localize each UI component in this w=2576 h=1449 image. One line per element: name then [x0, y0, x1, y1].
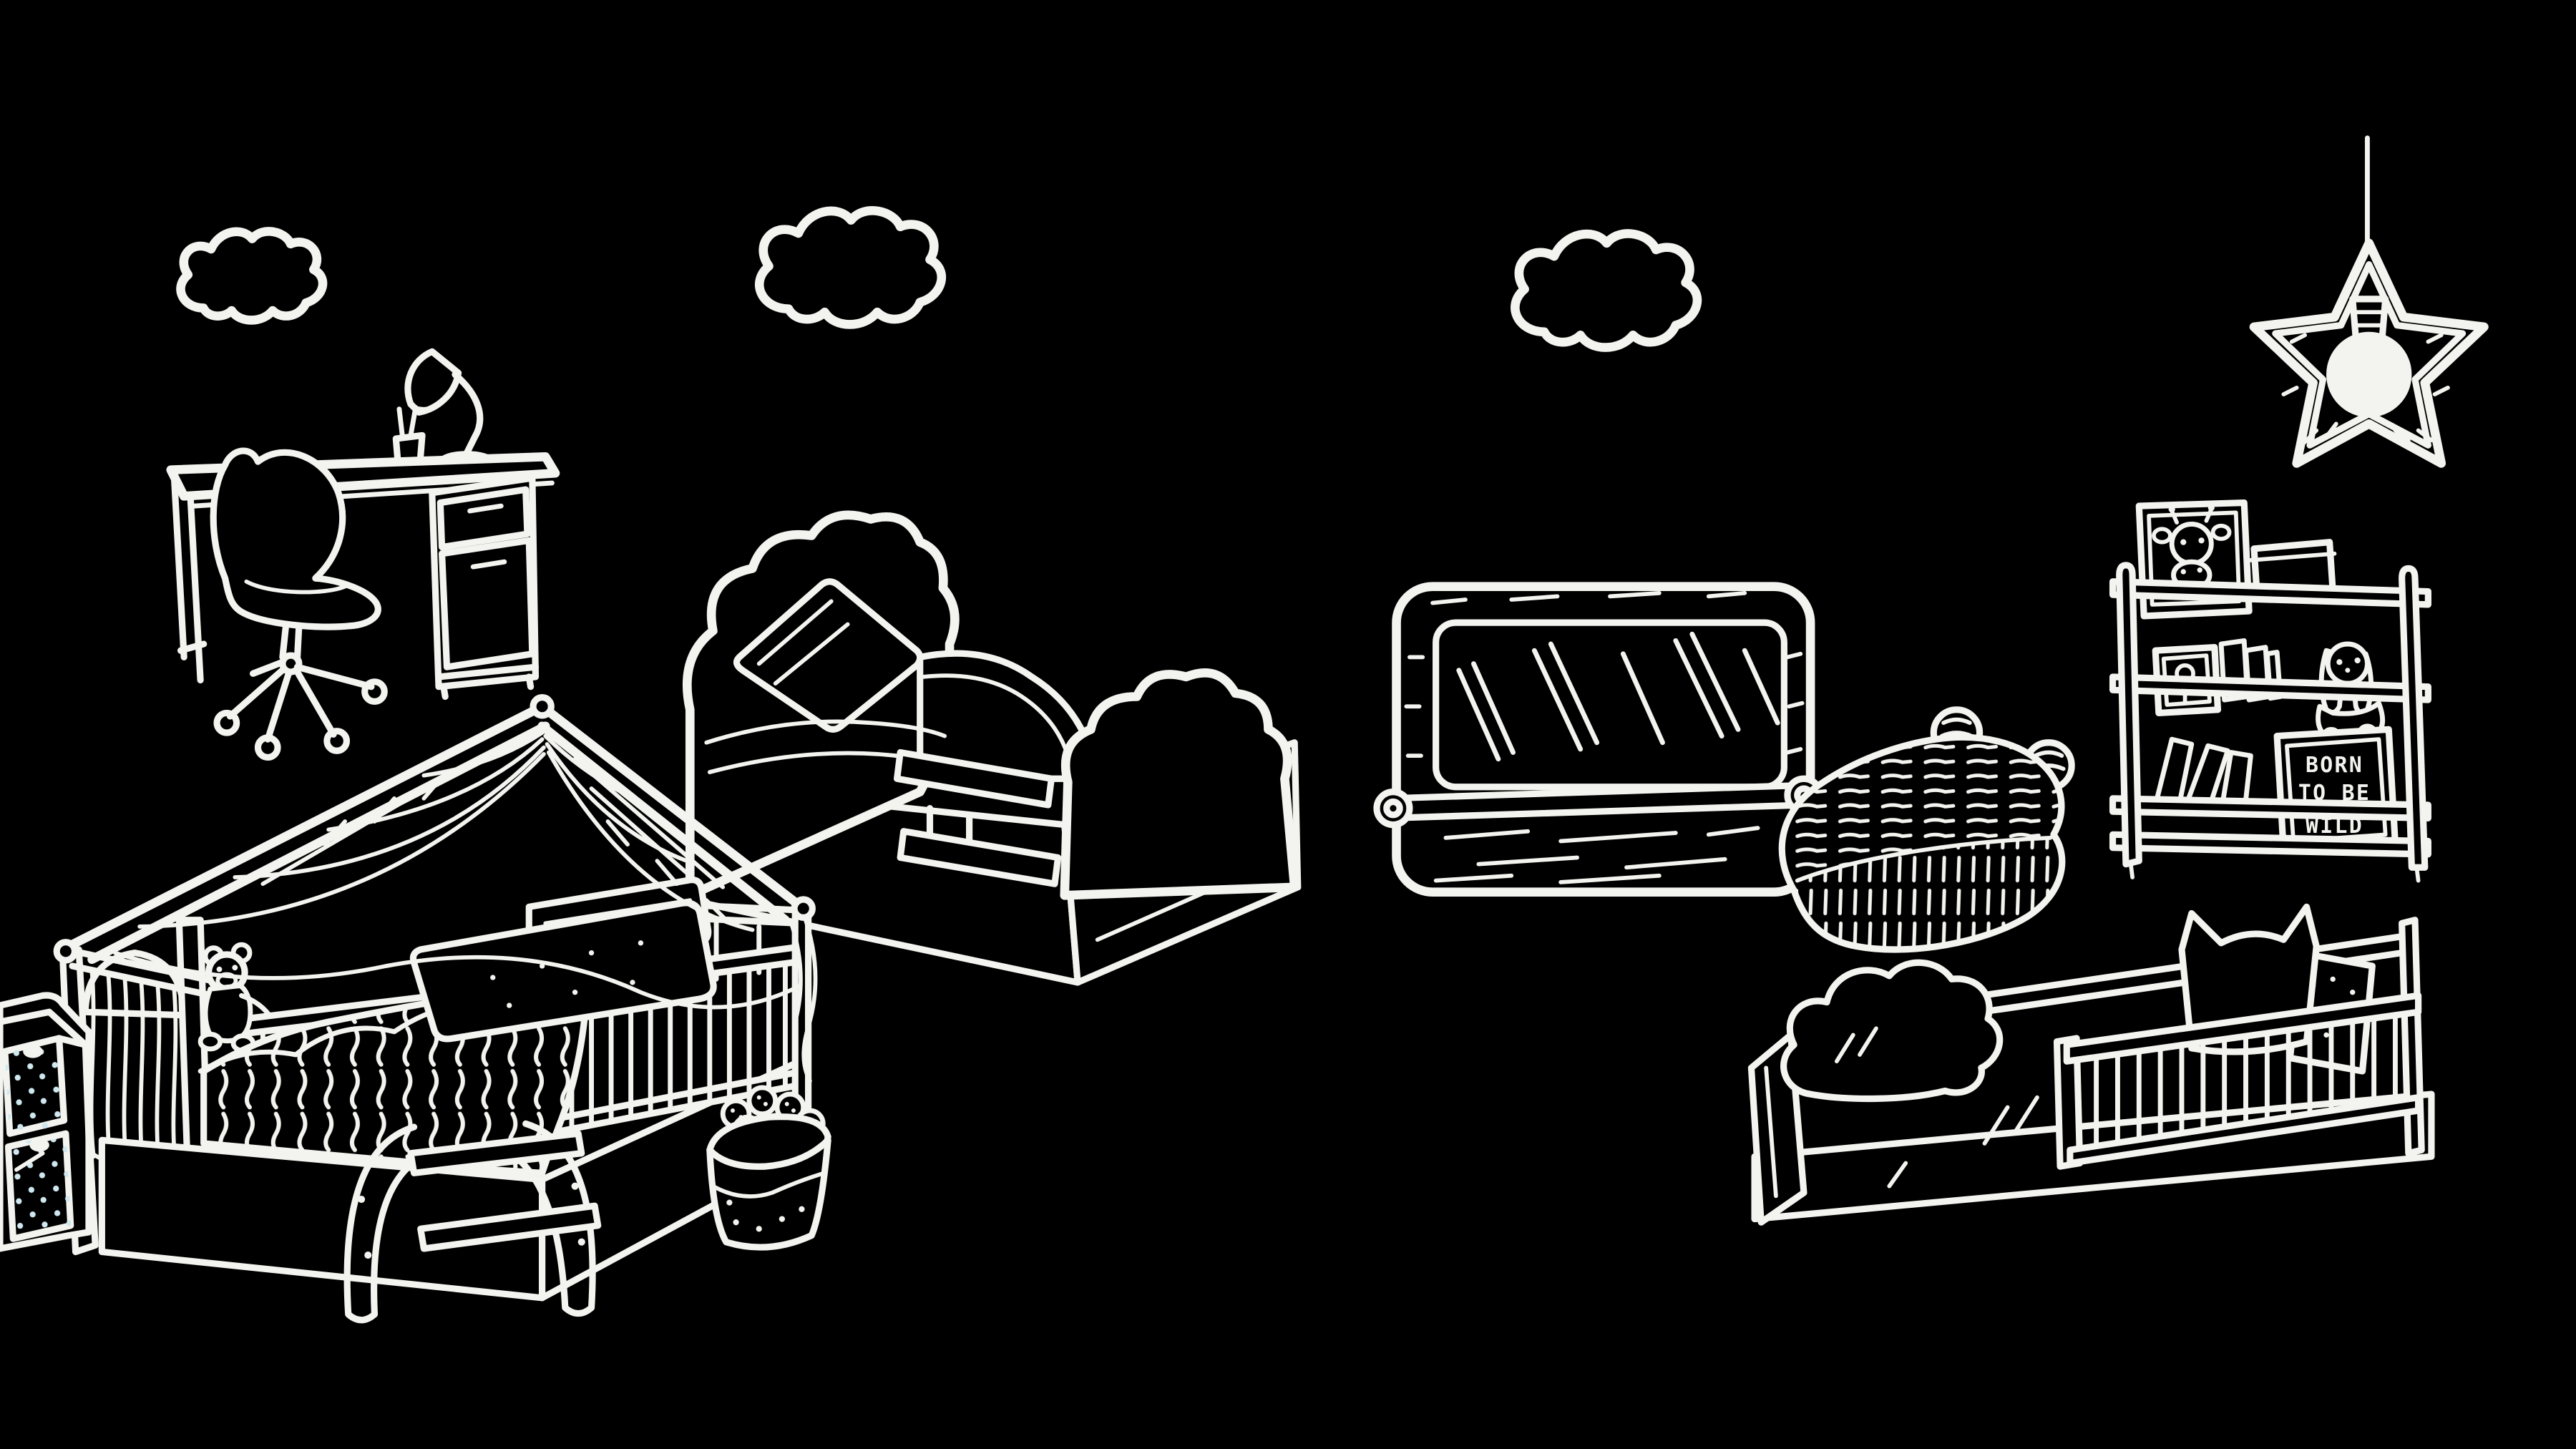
dresser [0, 992, 96, 1252]
toddler-bed [1747, 903, 2435, 1226]
cloud-bed [682, 510, 1302, 986]
light-bulb-icon [2326, 296, 2412, 418]
star-texture [2281, 333, 2450, 446]
star-pendant-lamp [2249, 135, 2489, 468]
desk-group [166, 348, 560, 761]
book-stack [893, 748, 1062, 887]
mirror-frame-texture [1404, 590, 1805, 884]
cloud-pillow [1780, 959, 2004, 1103]
toddler-guard-rail [2053, 992, 2422, 1170]
shelf-left-post [2116, 562, 2142, 868]
canopy-roof [53, 694, 818, 1083]
office-chair [210, 447, 388, 761]
wall-mirror [1373, 582, 1824, 897]
headboard-arch [82, 950, 191, 1019]
mirror-bar [1373, 775, 1824, 829]
bean-bag-chair [1778, 706, 2075, 953]
toy-basket [706, 1085, 831, 1251]
teddy-bear-icon [197, 942, 272, 1053]
cloud-bed-footboard [1060, 668, 1299, 900]
footboard-post [2399, 917, 2425, 1157]
step-stool [343, 1120, 602, 1324]
sign-line-1: BORN [2306, 753, 2363, 778]
born-to-be-wild-sign: BORN TO BE WILD [2273, 726, 2399, 854]
mattress-sheen [1887, 1095, 2039, 1189]
bookshelf: BORN TO BE WILD [2109, 499, 2431, 883]
canopy-house-bed [53, 694, 831, 1324]
shelf-right-post [2399, 565, 2429, 871]
mirror-reflections [1456, 631, 1780, 762]
